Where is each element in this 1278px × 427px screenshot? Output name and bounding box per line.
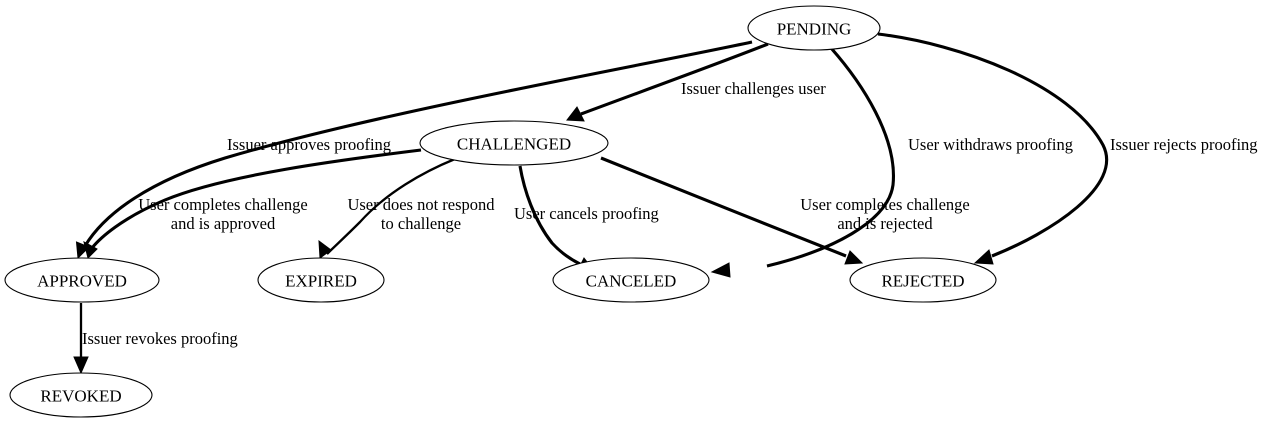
node-approved-shape[interactable] [4, 257, 160, 303]
edge-label-user-completes-challenge-rejected-line1: User completes challenge [800, 195, 970, 214]
node-canceled-shape[interactable] [552, 257, 710, 303]
edge-label-user-does-not-respond-line1: User does not respond [347, 195, 495, 214]
node-rejected[interactable]: REJECTED [849, 257, 997, 303]
edge-pending-challenged [566, 42, 769, 122]
edge-pending-canceled-arrowhead [710, 262, 731, 278]
node-canceled-label: CANCELED [586, 272, 677, 291]
edge-label-user-completes-challenge-approved-line2: and is approved [171, 214, 276, 233]
edge-pending-approved-path [83, 40, 753, 247]
edge-approved-revoked [73, 303, 89, 375]
edge-label-user-cancels-proofing: User cancels proofing [514, 204, 659, 223]
node-revoked-shape[interactable] [9, 372, 153, 418]
edge-label-issuer-approves-proofing: Issuer approves proofing [227, 135, 391, 154]
node-rejected-label: REJECTED [881, 272, 964, 291]
edge-challenged-rejected-path [600, 156, 847, 258]
node-approved[interactable]: APPROVED [4, 257, 160, 303]
node-expired-shape[interactable] [257, 257, 385, 303]
edge-pending-challenged-arrowhead [566, 106, 585, 122]
node-pending-label: PENDING [777, 20, 852, 39]
node-approved-label: APPROVED [37, 272, 127, 291]
edge-challenged-approved-path [90, 148, 422, 249]
edge-pending-rejected-path [877, 32, 1109, 258]
edge-challenged-rejected-arrowhead [844, 250, 864, 265]
node-challenged[interactable]: CHALLENGED [419, 120, 609, 166]
edge-pending-rejected-arrowhead [973, 249, 994, 265]
node-rejected-shape[interactable] [849, 257, 997, 303]
edge-label-user-withdraws-proofing: User withdraws proofing [908, 135, 1073, 154]
edge-pending-canceled-path [766, 46, 895, 268]
edge-label-user-completes-challenge-rejected-line2: and is rejected [837, 214, 933, 233]
node-revoked[interactable]: REVOKED [9, 372, 153, 418]
node-challenged-shape[interactable] [419, 120, 609, 166]
edge-label-user-completes-challenge-approved-line1: User completes challenge [138, 195, 308, 214]
edge-challenged-rejected [600, 156, 864, 265]
node-pending-shape[interactable] [747, 5, 881, 51]
edge-label-issuer-revokes-proofing: Issuer revokes proofing [82, 329, 238, 348]
edge-challenged-canceled-path [518, 165, 581, 266]
edge-challenged-approved-arrowhead [83, 241, 98, 259]
edge-pending-canceled [710, 46, 895, 278]
edge-challenged-expired [318, 157, 456, 259]
edge-pending-rejected [877, 32, 1109, 265]
edge-approved-revoked-arrowhead [73, 356, 89, 375]
edge-challenged-expired-arrowhead [318, 239, 332, 259]
node-challenged-label: CHALLENGED [457, 135, 571, 154]
node-revoked-label: REVOKED [40, 387, 121, 406]
node-expired-label: EXPIRED [285, 272, 357, 291]
node-pending[interactable]: PENDING [747, 5, 881, 51]
edge-challenged-approved [83, 148, 422, 259]
edge-challenged-expired-path [326, 157, 456, 255]
edge-label-user-does-not-respond-line2: to challenge [381, 214, 461, 233]
edge-label-issuer-challenges-user: Issuer challenges user [681, 79, 826, 98]
edge-pending-challenged-path [580, 42, 769, 116]
node-canceled[interactable]: CANCELED [552, 257, 710, 303]
node-expired[interactable]: EXPIRED [257, 257, 385, 303]
edge-label-issuer-rejects-proofing: Issuer rejects proofing [1110, 135, 1258, 154]
